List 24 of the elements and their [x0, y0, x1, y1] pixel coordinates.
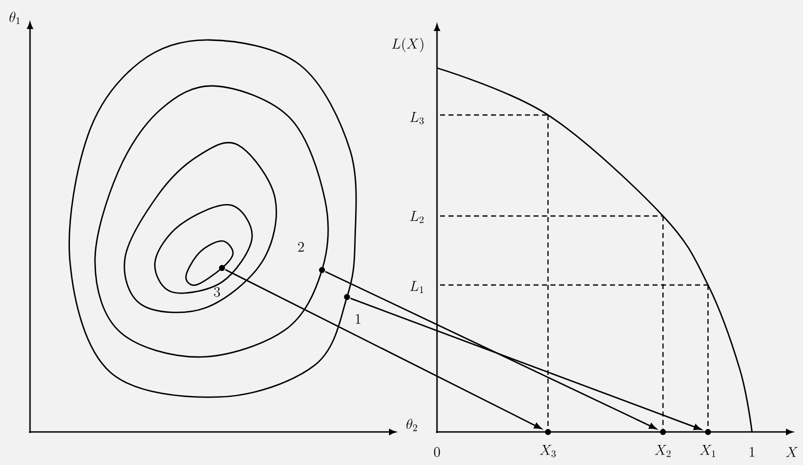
- arrow: [325, 270, 657, 430]
- point-label: $1$: [356, 314, 360, 324]
- point-marker: [344, 294, 350, 300]
- axis-label: $\theta_1$: [10, 12, 20, 24]
- point-marker: [319, 266, 325, 273]
- axis-label: $L(X)$: [392, 38, 424, 52]
- axis-label: $0$: [434, 447, 440, 457]
- arrow: [350, 298, 702, 430]
- point-marker: [660, 428, 666, 435]
- point-marker: [545, 428, 551, 435]
- axis-label: $L_1$: [410, 281, 424, 293]
- axis-label: $1$: [750, 447, 754, 457]
- point-label: $X_1$: [700, 445, 716, 457]
- axis-label: $\theta_2$: [406, 418, 418, 432]
- arrow: [225, 269, 542, 430]
- point-label: $3$: [214, 287, 220, 297]
- point-marker: [219, 264, 225, 271]
- axis-label: $L_3$: [410, 112, 424, 124]
- axis-label: $L_2$: [410, 211, 424, 223]
- point-label: $2$: [298, 242, 304, 252]
- axis-label: $X$: [786, 447, 798, 457]
- point-label: $X_3$: [540, 445, 556, 458]
- point-label: $X_2$: [654, 445, 671, 457]
- point-marker: [705, 428, 711, 435]
